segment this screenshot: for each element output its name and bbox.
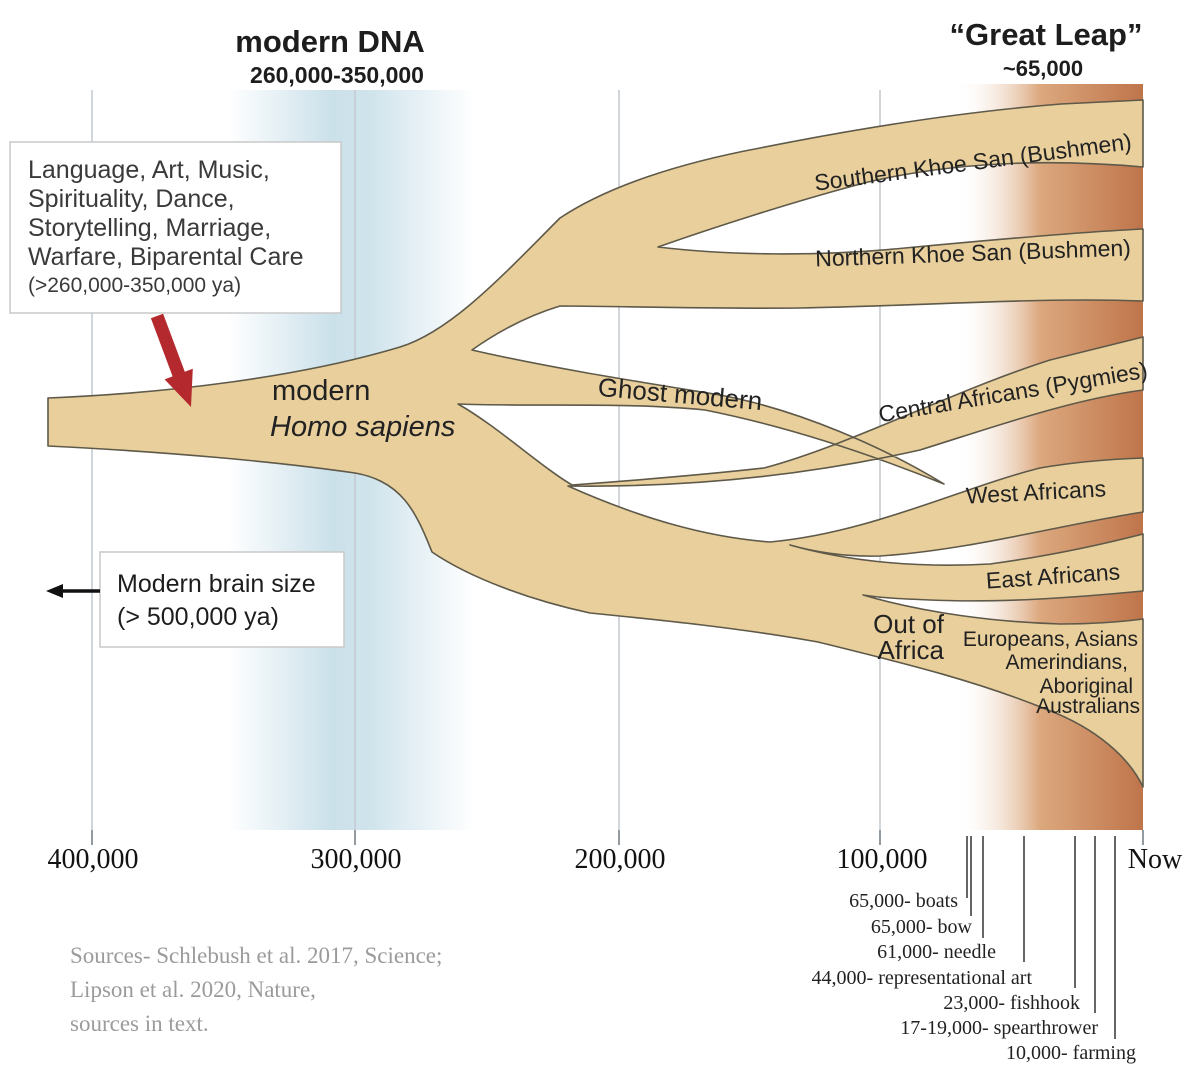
event-bow: 65,000- bow — [871, 916, 973, 938]
svg-text:Africa: Africa — [878, 635, 945, 665]
modern-dna-title: modern DNA — [235, 24, 424, 59]
traits-note: (>260,000-350,000 ya) — [28, 274, 241, 297]
ghost-modern-label: Ghost modern — [597, 372, 764, 416]
trunk-label-modern: modern — [272, 375, 370, 407]
sources-note: Sources- Schlebush et al. 2017, Science;… — [70, 943, 442, 1036]
axis-label-400k: 400,000 — [48, 844, 139, 875]
branch-label-eurasians: Europeans, Asians Amerindians, Aborigina… — [963, 628, 1140, 718]
trunk-label-homo-sapiens: Homo sapiens — [270, 411, 455, 443]
great-leap-title: “Great Leap” — [950, 17, 1143, 52]
left-arrow-head-icon — [46, 584, 63, 598]
traits-line: Language, Art, Music, — [28, 156, 270, 184]
axis-label-300k: 300,000 — [311, 844, 402, 875]
modern-dna-range: 260,000-350,000 — [250, 62, 424, 88]
phylogeny-tree-shape — [47, 99, 1144, 788]
great-leap-range: ~65,000 — [1003, 56, 1083, 81]
event-spearthrower: 17-19,000- spearthrower — [900, 1017, 1098, 1039]
red-arrow-icon — [150, 313, 193, 407]
brain-size-callout-box: Modern brain size (> 500,000 ya) — [46, 551, 345, 648]
event-representational-art: 44,000- representational art — [812, 967, 1033, 989]
event-needle: 61,000- needle — [877, 941, 996, 963]
event-boats: 65,000- boats — [849, 890, 958, 912]
traits-callout-box: Language, Art, Music, Spirituality, Danc… — [9, 141, 342, 314]
svg-text:Australians: Australians — [1036, 695, 1140, 718]
svg-text:Europeans, Asians: Europeans, Asians — [963, 628, 1138, 651]
svg-text:Amerindians,: Amerindians, — [1005, 651, 1128, 674]
svg-text:Out of: Out of — [873, 609, 945, 639]
sources-line: sources in text. — [70, 1011, 209, 1036]
event-ticks — [966, 836, 1116, 1039]
traits-line: Spirituality, Dance, — [28, 185, 235, 213]
traits-line: Warfare, Biparental Care — [28, 243, 304, 271]
sources-line: Lipson et al. 2020, Nature, — [70, 977, 316, 1002]
axis-ticks — [91, 830, 1144, 845]
axis-label-200k: 200,000 — [575, 844, 666, 875]
svg-text:Aboriginal: Aboriginal — [1040, 675, 1133, 698]
out-of-africa-label: Out of Africa — [873, 609, 945, 665]
sources-line: Sources- Schlebush et al. 2017, Science; — [70, 943, 442, 968]
event-labels: 65,000- boats 65,000- bow 61,000- needle… — [812, 890, 1136, 1064]
event-fishhook: 23,000- fishhook — [943, 992, 1080, 1014]
brain-line: Modern brain size — [117, 570, 316, 598]
brain-line: (> 500,000 ya) — [117, 603, 279, 631]
event-farming: 10,000- farming — [1006, 1042, 1136, 1064]
time-axis: 400,000 300,000 200,000 100,000 Now — [48, 844, 1183, 875]
axis-label-now: Now — [1128, 844, 1183, 875]
axis-label-100k: 100,000 — [837, 844, 928, 875]
traits-line: Storytelling, Marriage, — [28, 214, 271, 242]
